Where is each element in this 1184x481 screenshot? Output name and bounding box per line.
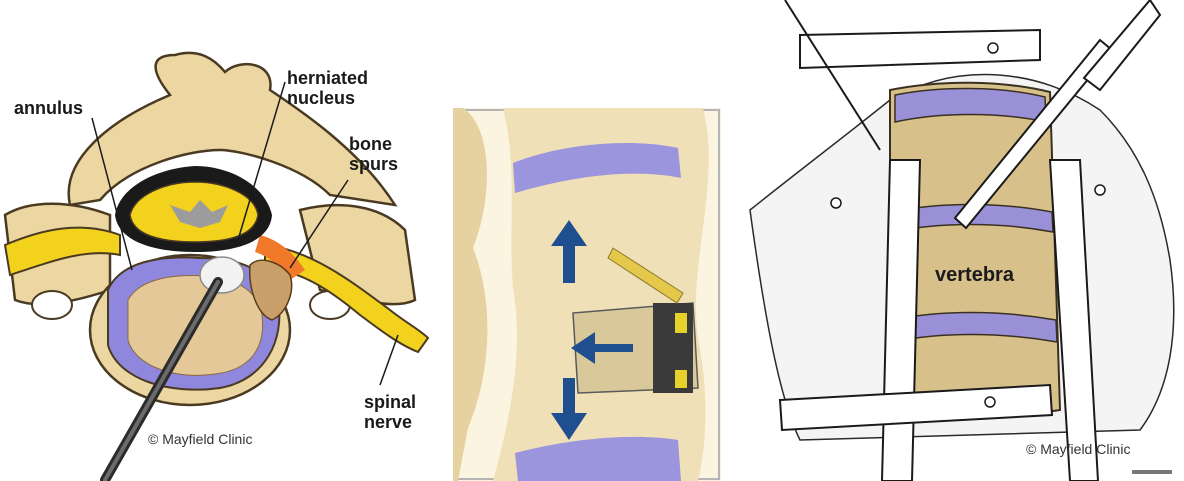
label-spinal-line1: spinal [364,392,416,412]
implant-illustration [453,108,721,481]
herniated-disc-illustration: annulus herniated nucleus bone spurs spi… [0,0,440,481]
label-herniated-line1: herniated [287,68,368,88]
copyright-left: © Mayfield Clinic [148,431,252,447]
surgical-exposure-illustration: vertebra © Mayfield Clinic [740,0,1184,481]
label-vertebra: vertebra [935,264,1015,286]
label-spinal-line2: nerve [364,412,412,432]
label-annulus: annulus [14,98,83,118]
label-bone-line1: bone [349,134,392,154]
copyright-right: © Mayfield Clinic [1026,441,1130,457]
label-herniated-line2: nucleus [287,88,355,108]
label-bone-line2: spurs [349,154,398,174]
